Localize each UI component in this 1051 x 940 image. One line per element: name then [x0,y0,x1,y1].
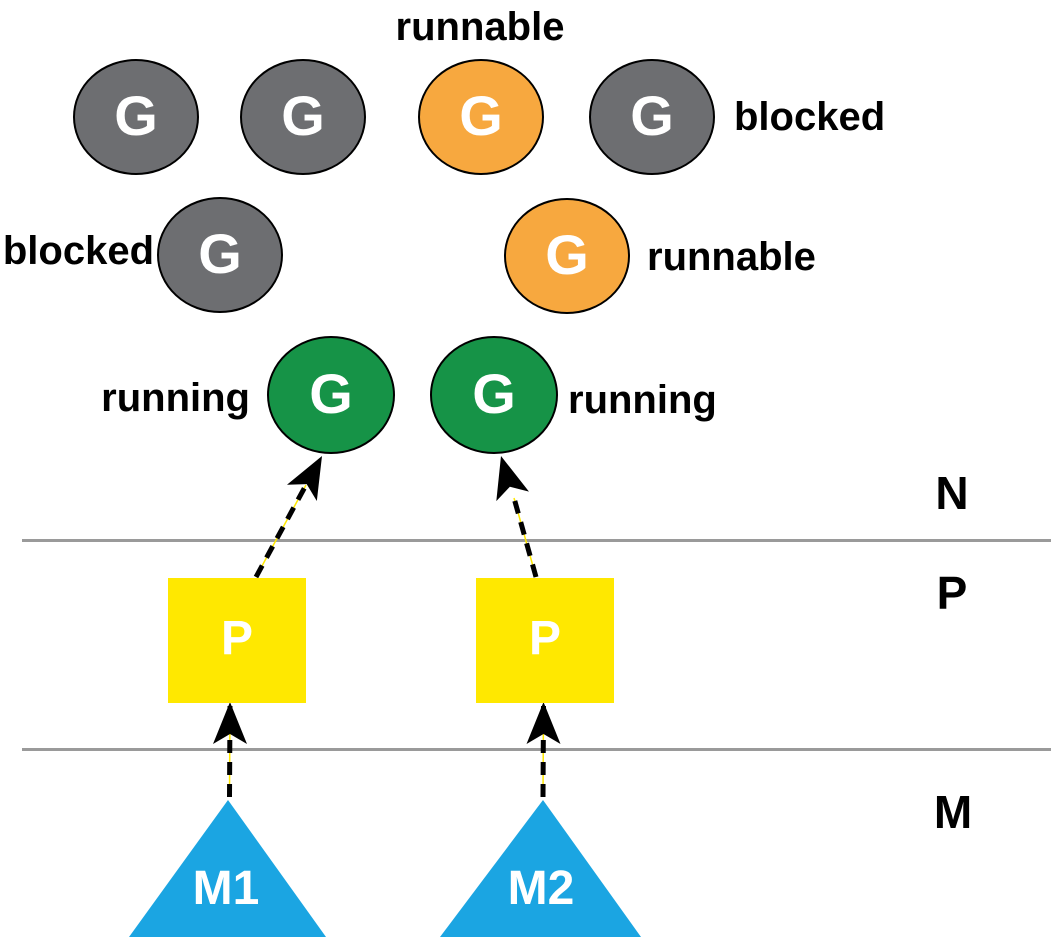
processor-square-1 [168,578,306,703]
arrowhead [286,456,322,502]
goroutine-blocked-3 [589,59,715,175]
arrowhead [496,456,529,502]
processor-letter: P [220,612,254,666]
arrow-m1-to-p1 [213,702,247,798]
goroutine-blocked-1 [73,59,199,175]
goroutine-blocked-4 [157,197,283,313]
goroutine-letter: G [630,83,674,147]
arrow-p1-to-g1 [253,456,322,579]
machine-letter: M1 [192,862,260,916]
goroutine-letter: G [198,221,242,285]
goroutine-letter: G [472,361,516,425]
goroutine-running-1 [267,336,395,454]
processor-square-2 [476,578,614,703]
layer-label-m: M [933,786,973,838]
goroutine-letter: G [114,83,158,147]
arrow-p2-to-g2 [496,456,539,578]
arrowhead [213,702,247,744]
caption-running-left: running [101,376,250,420]
goroutine-blocked-2 [240,59,366,175]
caption-blocked-row1: blocked [734,95,886,139]
machine-triangle-1 [129,800,326,937]
goroutine-running-2 [430,336,558,454]
arrowhead [526,702,561,744]
arrow-m2-to-p2 [526,702,561,798]
layer-label-p: P [936,567,968,619]
layer-label-n: N [935,467,969,519]
goroutine-runnable-1 [418,59,544,175]
caption-runnable-row2: runnable [647,235,816,279]
caption-running-right: running [568,378,717,422]
machine-letter: M2 [507,862,575,916]
processor-letter: P [528,612,562,666]
goroutine-letter: G [545,222,589,286]
caption-runnable-top: runnable [395,5,565,49]
machine-triangle-2 [440,800,641,937]
caption-blocked-row2: blocked [2,229,154,273]
goroutine-letter: G [459,83,503,147]
goroutine-runnable-2 [504,198,630,314]
goroutine-letter: G [281,83,325,147]
goroutine-letter: G [309,361,353,425]
